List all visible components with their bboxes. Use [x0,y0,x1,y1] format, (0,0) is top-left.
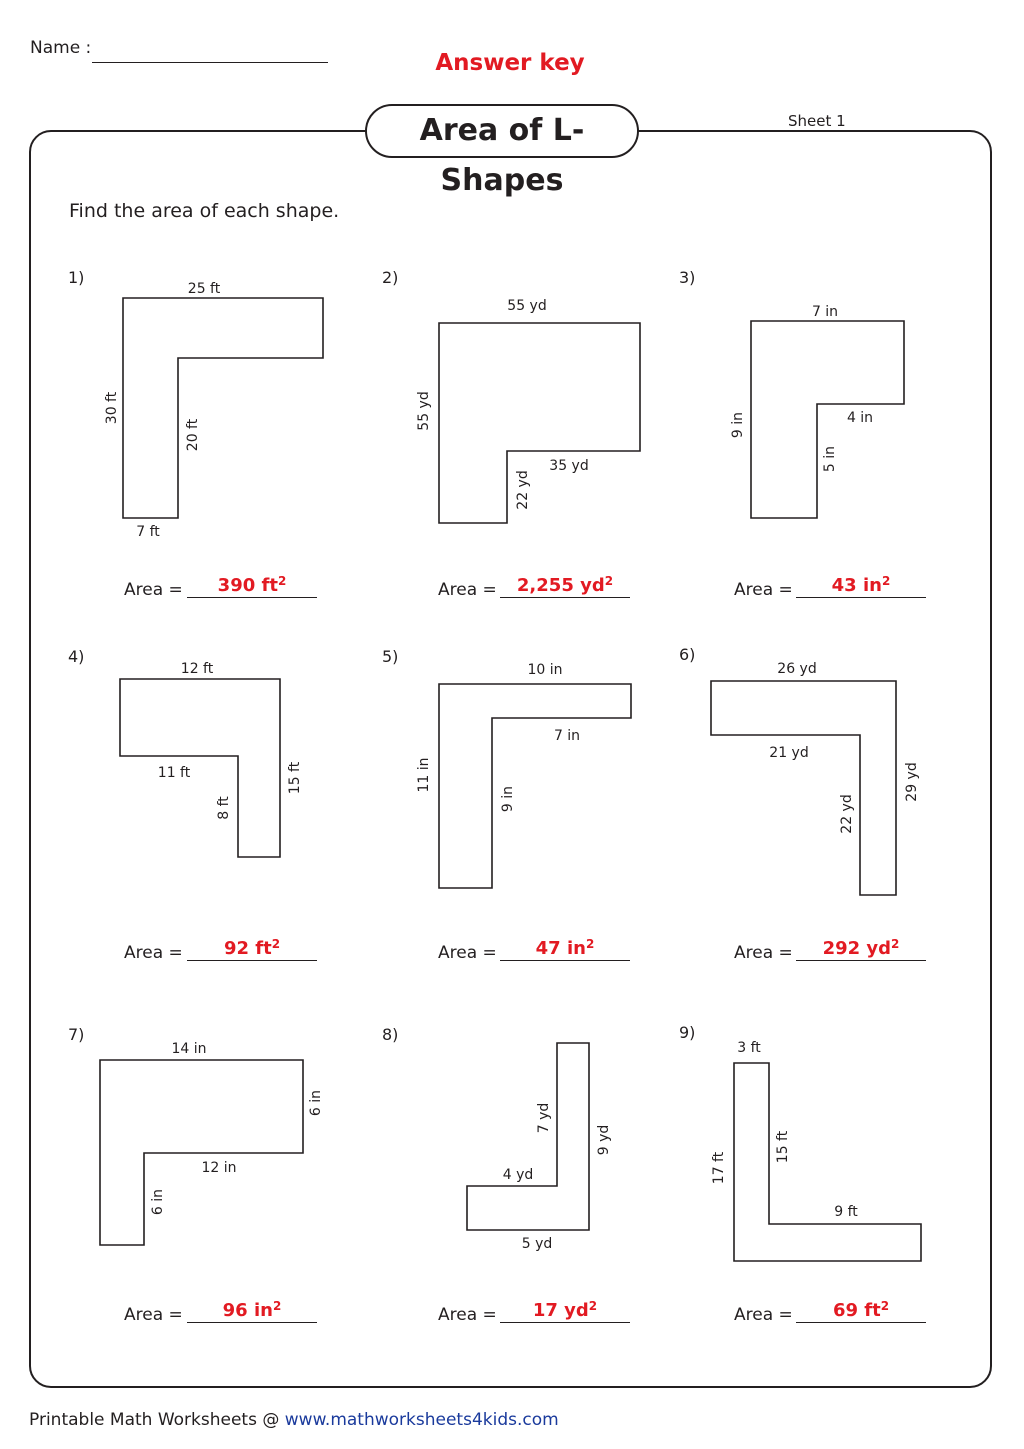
area-label: Area = [734,943,793,963]
area-label: Area = [438,1305,497,1325]
dimension-label: 21 yd [769,745,808,761]
area-answer: 47 in2 [535,937,595,959]
dimension-label: 20 ft [185,418,201,451]
dimension-label: 5 yd [522,1236,553,1252]
area-answer: 69 ft2 [832,1299,890,1321]
answer-line [796,960,926,961]
area-answer: 43 in2 [831,574,891,596]
answer-line [796,1322,926,1323]
answer-line [500,960,630,961]
answer-line [796,597,926,598]
dimension-label: 6 in [150,1189,166,1215]
dimension-label: 3 ft [737,1040,761,1056]
area-label: Area = [734,580,793,600]
dimension-label: 14 in [171,1041,206,1057]
dimension-label: 7 yd [536,1103,552,1134]
dimension-label: 55 yd [416,391,432,430]
dimension-label: 26 yd [777,661,816,677]
dimension-label: 10 in [527,662,562,678]
dimension-label: 11 ft [158,765,191,781]
dimension-label: 22 yd [839,794,855,833]
area-label: Area = [124,580,183,600]
dimension-label: 55 yd [507,298,546,314]
area-answer: 17 yd2 [532,1299,598,1321]
area-label: Area = [438,580,497,600]
dimension-label: 15 ft [287,761,303,794]
footer: Printable Math Worksheets @ www.mathwork… [29,1410,559,1430]
dimension-label: 4 in [847,410,873,426]
question-number: 5) [382,647,399,666]
area-label: Area = [438,943,497,963]
sheet-number: Sheet 1 [788,112,846,130]
answer-line [500,597,630,598]
dimension-label: 29 yd [904,762,920,801]
answer-line [500,1322,630,1323]
l-shape-3 [750,320,905,519]
question-number: 7) [68,1025,85,1044]
area-label: Area = [124,943,183,963]
l-shape-5 [438,683,632,889]
area-answer: 292 yd2 [822,937,900,959]
name-label: Name : [30,38,92,58]
l-shape-6 [710,680,897,896]
l-shape-8 [466,1042,590,1231]
answer-line [187,960,317,961]
dimension-label: 7 in [554,728,580,744]
dimension-label: 9 ft [834,1204,858,1220]
dimension-label: 25 ft [188,281,221,297]
area-answer: 96 in2 [222,1299,282,1321]
dimension-label: 9 yd [596,1125,612,1156]
dimension-label: 30 ft [104,391,120,424]
dimension-label: 6 in [308,1090,324,1116]
question-number: 8) [382,1025,399,1044]
question-number: 3) [679,268,696,287]
question-number: 9) [679,1023,696,1042]
dimension-label: 17 ft [711,1151,727,1184]
answer-line [187,597,317,598]
l-shape-1 [122,297,324,519]
footer-text: Printable Math Worksheets @ [29,1410,285,1430]
dimension-label: 8 ft [216,796,232,820]
l-shape-2 [438,322,641,524]
name-field[interactable] [92,62,328,63]
question-number: 6) [679,645,696,664]
dimension-label: 7 in [812,304,838,320]
question-number: 4) [68,647,85,666]
area-answer: 92 ft2 [223,937,281,959]
dimension-label: 5 in [822,446,838,472]
dimension-label: 9 in [500,786,516,812]
l-shape-9 [733,1062,922,1262]
dimension-label: 12 in [201,1160,236,1176]
area-answer: 2,255 yd2 [516,574,614,596]
dimension-label: 4 yd [503,1167,534,1183]
answer-key-heading: Answer key [435,50,585,76]
dimension-label: 9 in [730,412,746,438]
area-label: Area = [734,1305,793,1325]
instructions: Find the area of each shape. [69,200,340,222]
area-label: Area = [124,1305,183,1325]
dimension-label: 15 ft [775,1130,791,1163]
area-answer: 390 ft2 [217,574,287,596]
l-shape-4 [119,678,281,858]
question-number: 2) [382,268,399,287]
dimension-label: 7 ft [136,524,160,540]
answer-line [187,1322,317,1323]
dimension-label: 35 yd [549,458,588,474]
dimension-label: 12 ft [181,661,214,677]
page-title: Area of L-Shapes [365,104,639,198]
dimension-label: 11 in [416,757,432,792]
question-number: 1) [68,268,85,287]
l-shape-7 [99,1059,304,1246]
dimension-label: 22 yd [515,470,531,509]
footer-link[interactable]: www.mathworksheets4kids.com [284,1410,559,1430]
